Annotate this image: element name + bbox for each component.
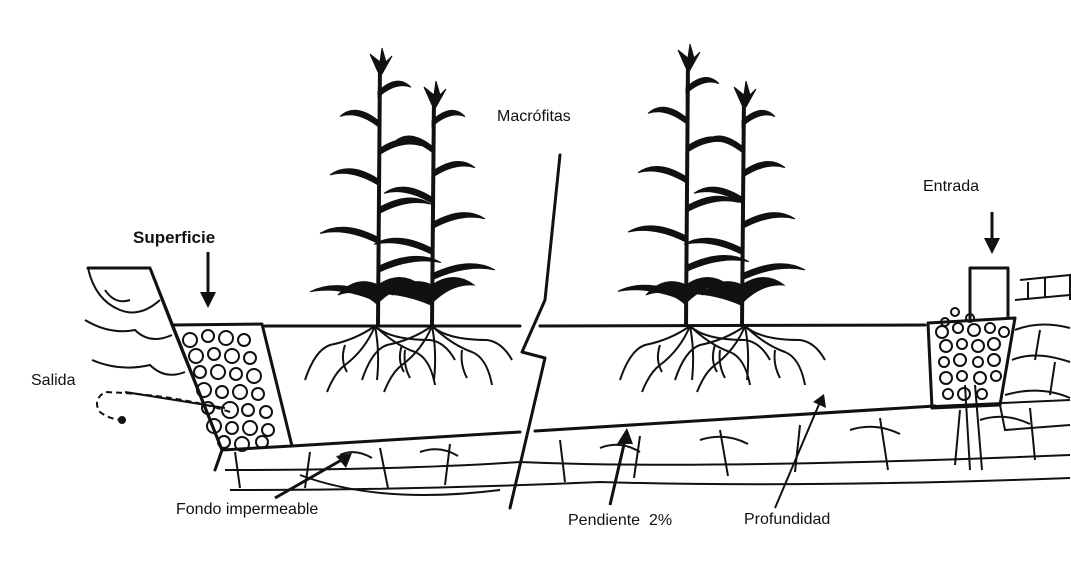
water-surface-line xyxy=(265,325,925,326)
gravel-stone xyxy=(988,354,1000,366)
gravel-stone xyxy=(252,388,264,400)
right-bank-rocks xyxy=(1005,275,1070,398)
gravel-stone xyxy=(958,388,970,400)
gravel-stone xyxy=(208,348,220,360)
gravel-stone xyxy=(953,323,963,333)
profundidad-arrow-shaft xyxy=(775,402,820,508)
superficie-arrow-head xyxy=(200,292,216,308)
gravel-stone xyxy=(242,404,254,416)
fondo-label: Fondo impermeable xyxy=(176,502,318,518)
gravel-stone xyxy=(951,308,959,316)
gravel-stone xyxy=(202,330,214,342)
gravel-stone xyxy=(226,422,238,434)
gravel-stone xyxy=(940,372,952,384)
gravel-stone xyxy=(939,357,949,367)
gravel-stone xyxy=(940,340,952,352)
gravel-stone xyxy=(957,371,967,381)
gravel-stone xyxy=(247,369,261,383)
gravel-stone xyxy=(211,365,225,379)
gravel-stone xyxy=(985,323,995,333)
gravel-stone xyxy=(957,339,967,349)
macrofitas-label: Macrófitas xyxy=(497,109,571,125)
gravel-stone xyxy=(260,406,272,418)
gravel-stone xyxy=(219,331,233,345)
gravel-stone xyxy=(972,340,984,352)
bottom-rocks xyxy=(222,400,1070,495)
gravel-stone xyxy=(183,333,197,347)
gravel-stone xyxy=(233,385,247,399)
root-cluster xyxy=(305,326,455,392)
pendiente-arrow-shaft xyxy=(610,440,625,505)
gravel-stone xyxy=(244,352,256,364)
gravel-stone xyxy=(943,389,953,399)
gravel-stone xyxy=(225,349,239,363)
pendiente-arrow-head xyxy=(617,428,633,444)
outlet-gravel xyxy=(183,330,274,451)
gravel-stone xyxy=(991,371,1001,381)
break-line xyxy=(510,155,560,508)
salida-label: Salida xyxy=(31,373,75,389)
entrada-label: Entrada xyxy=(923,179,979,195)
gravel-stone xyxy=(988,338,1000,350)
gravel-stone xyxy=(194,366,206,378)
fondo-arrow-shaft xyxy=(275,458,345,498)
inlet-chamber xyxy=(928,318,1015,408)
gravel-stone xyxy=(977,389,987,399)
plant-roots xyxy=(305,326,825,392)
inlet-box xyxy=(970,268,1008,318)
profundidad-label: Profundidad xyxy=(744,512,830,528)
gravel-stone xyxy=(238,334,250,346)
gravel-stone xyxy=(256,436,268,448)
root-cluster xyxy=(362,326,512,392)
gravel-stone xyxy=(999,327,1009,337)
gravel-stone xyxy=(222,402,238,418)
pendiente-label: Pendiente 2% xyxy=(568,513,672,529)
profundidad-arrow-head xyxy=(813,394,826,408)
gravel-stone xyxy=(262,424,274,436)
gravel-stone xyxy=(954,354,966,366)
gravel-stone xyxy=(936,326,948,338)
gravel-stone xyxy=(243,421,257,435)
gravel-stone xyxy=(216,386,228,398)
gravel-stone xyxy=(230,368,242,380)
entrada-arrow-head xyxy=(984,238,1000,254)
basin-bottom-line xyxy=(292,406,935,446)
gravel-stone xyxy=(189,349,203,363)
gravel-stone xyxy=(973,357,983,367)
gravel-stone xyxy=(974,372,986,384)
superficie-label: Superficie xyxy=(133,229,215,246)
gravel-stone xyxy=(968,324,980,336)
